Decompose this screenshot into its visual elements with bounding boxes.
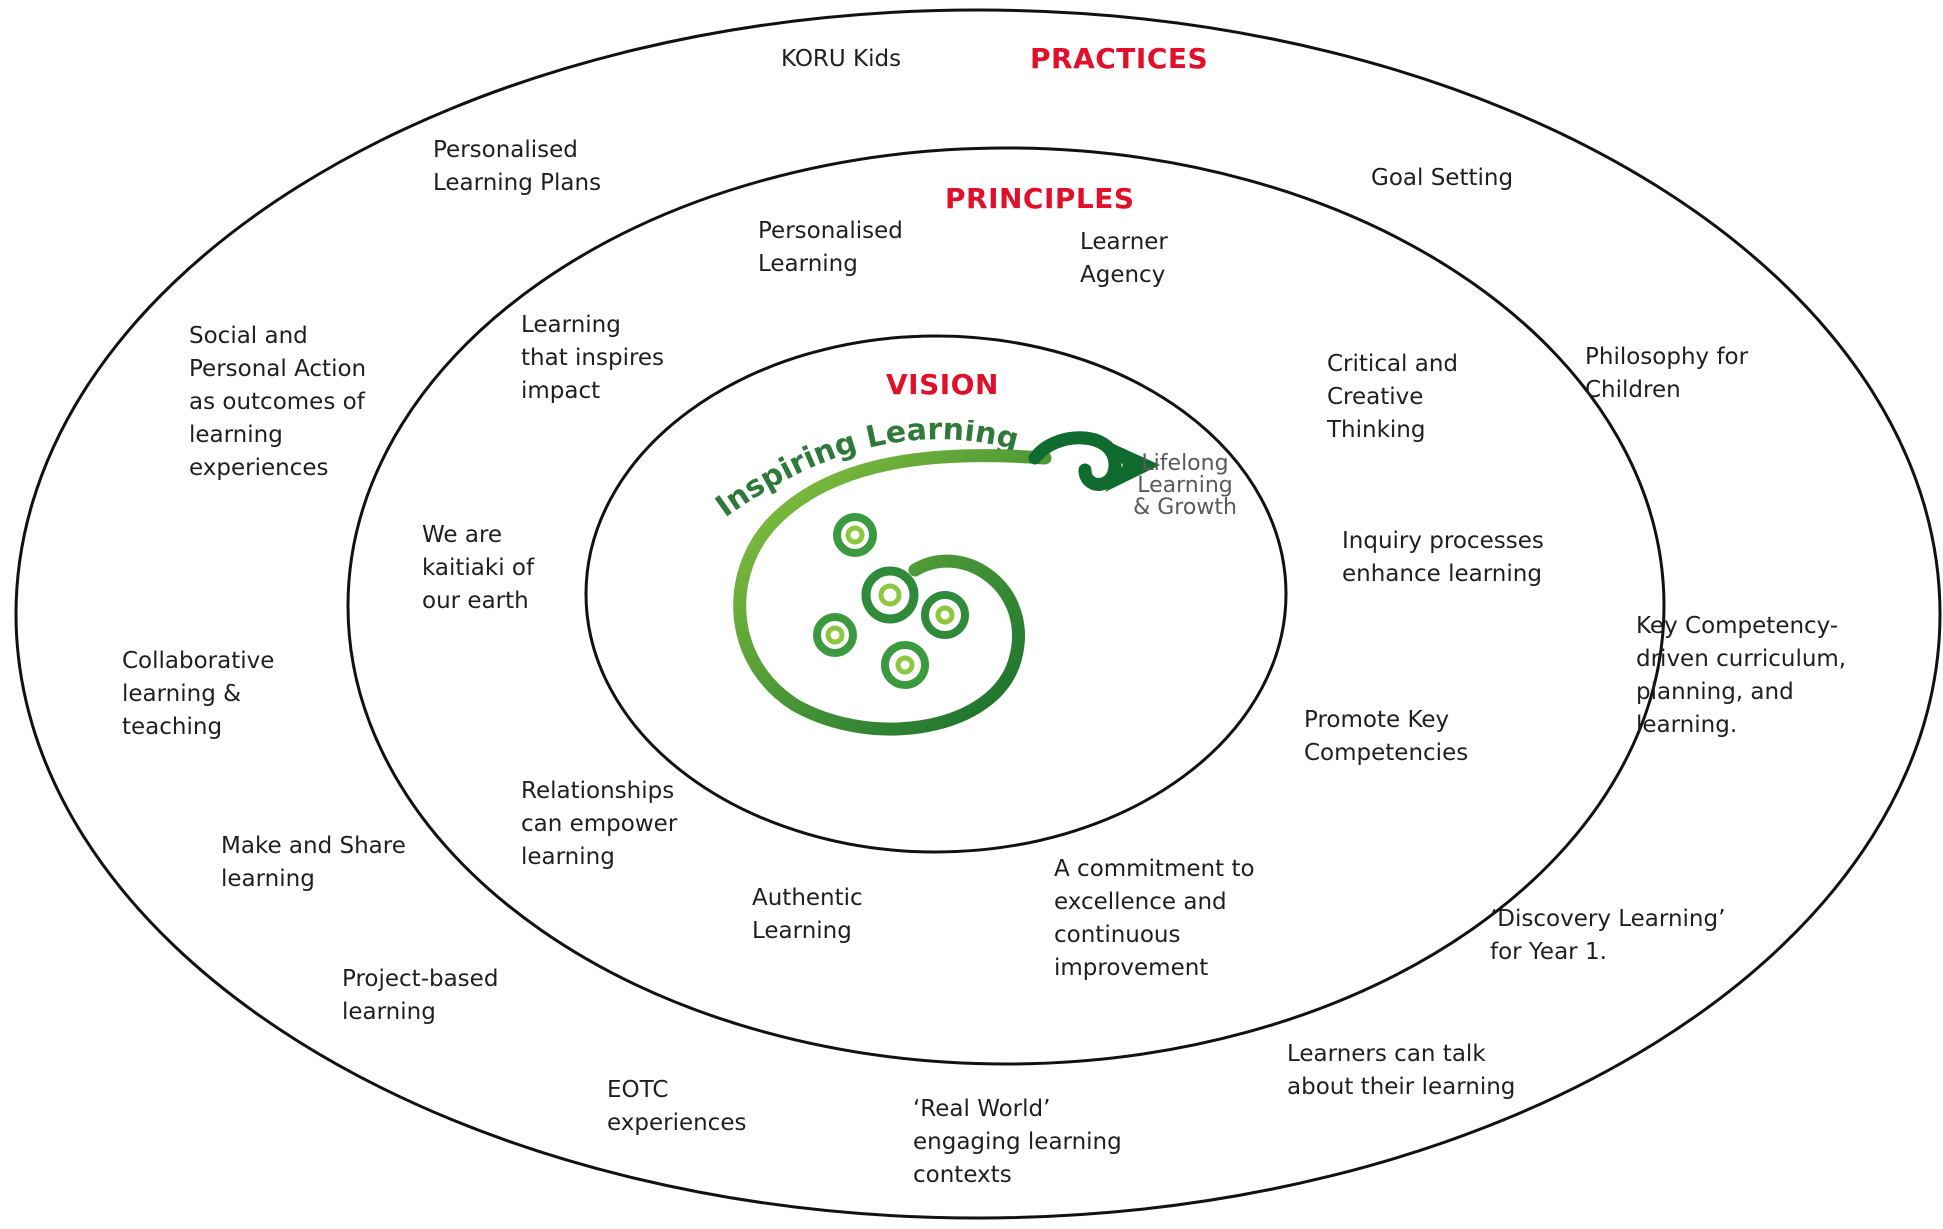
practice-learners-talk: Learners can talk about their learning [1287,1041,1516,1100]
practice-real-world: ‘Real World’ engaging learning contexts [913,1096,1122,1188]
principle-promote-key-competencies: Promote Key Competencies [1304,707,1469,766]
tagline-line-3: & Growth [1133,495,1237,520]
principles-ring [346,146,1666,1066]
practice-social-personal-action: Social and Personal Action as outcomes o… [189,323,367,481]
practice-discovery-learning: ‘Discovery Learning’ for Year 1. [1490,906,1726,965]
practice-goal-setting: Goal Setting [1371,165,1514,191]
principle-learner-agency: Learner Agency [1080,229,1168,288]
practice-personalised-learning-plans: Personalised Learning Plans [433,137,602,196]
principle-inquiry-processes: Inquiry processes enhance learning [1342,528,1544,587]
practice-project-based: Project-based learning [342,966,499,1025]
practice-eotc: EOTC experiences [607,1077,747,1136]
koru-arrow-head [1105,440,1160,492]
tagline-line-2: Learning [1137,473,1233,498]
practice-koru-kids: KORU Kids [781,46,902,72]
principle-learning-inspires-impact: Learning that inspires impact [521,312,665,404]
practice-make-and-share: Make and Share learning [221,833,406,892]
practices-heading: PRACTICES [1030,42,1209,75]
principle-critical-creative-thinking: Critical and Creative Thinking [1327,351,1459,443]
koru-arrow-stem [1028,431,1122,491]
principle-relationships: Relationships can empower learning [521,778,678,870]
koru-outer-spiral [733,449,1052,736]
principle-personalised-learning: Personalised Learning [758,218,903,277]
principle-commitment-excellence: A commitment to excellence and continuou… [1054,856,1255,981]
principle-authentic-learning: Authentic Learning [752,885,863,944]
practice-collaborative-learning: Collaborative learning & teaching [122,648,275,740]
practices-ring [14,8,1942,1220]
principle-kaitiaki: We are kaitiaki of our earth [422,522,535,614]
principles-heading: PRINCIPLES [945,182,1135,215]
tagline-line-1: Lifelong [1141,451,1228,476]
practice-philosophy-for-children: Philosophy for Children [1585,344,1749,403]
vision-ring [584,334,1288,854]
vision-heading: VISION [886,368,999,401]
practice-key-competency-curriculum: Key Competency- driven curriculum, plann… [1636,613,1847,738]
koru-vision-graphic: Inspiring Learning Lifelong Learning & G… [709,420,1237,736]
